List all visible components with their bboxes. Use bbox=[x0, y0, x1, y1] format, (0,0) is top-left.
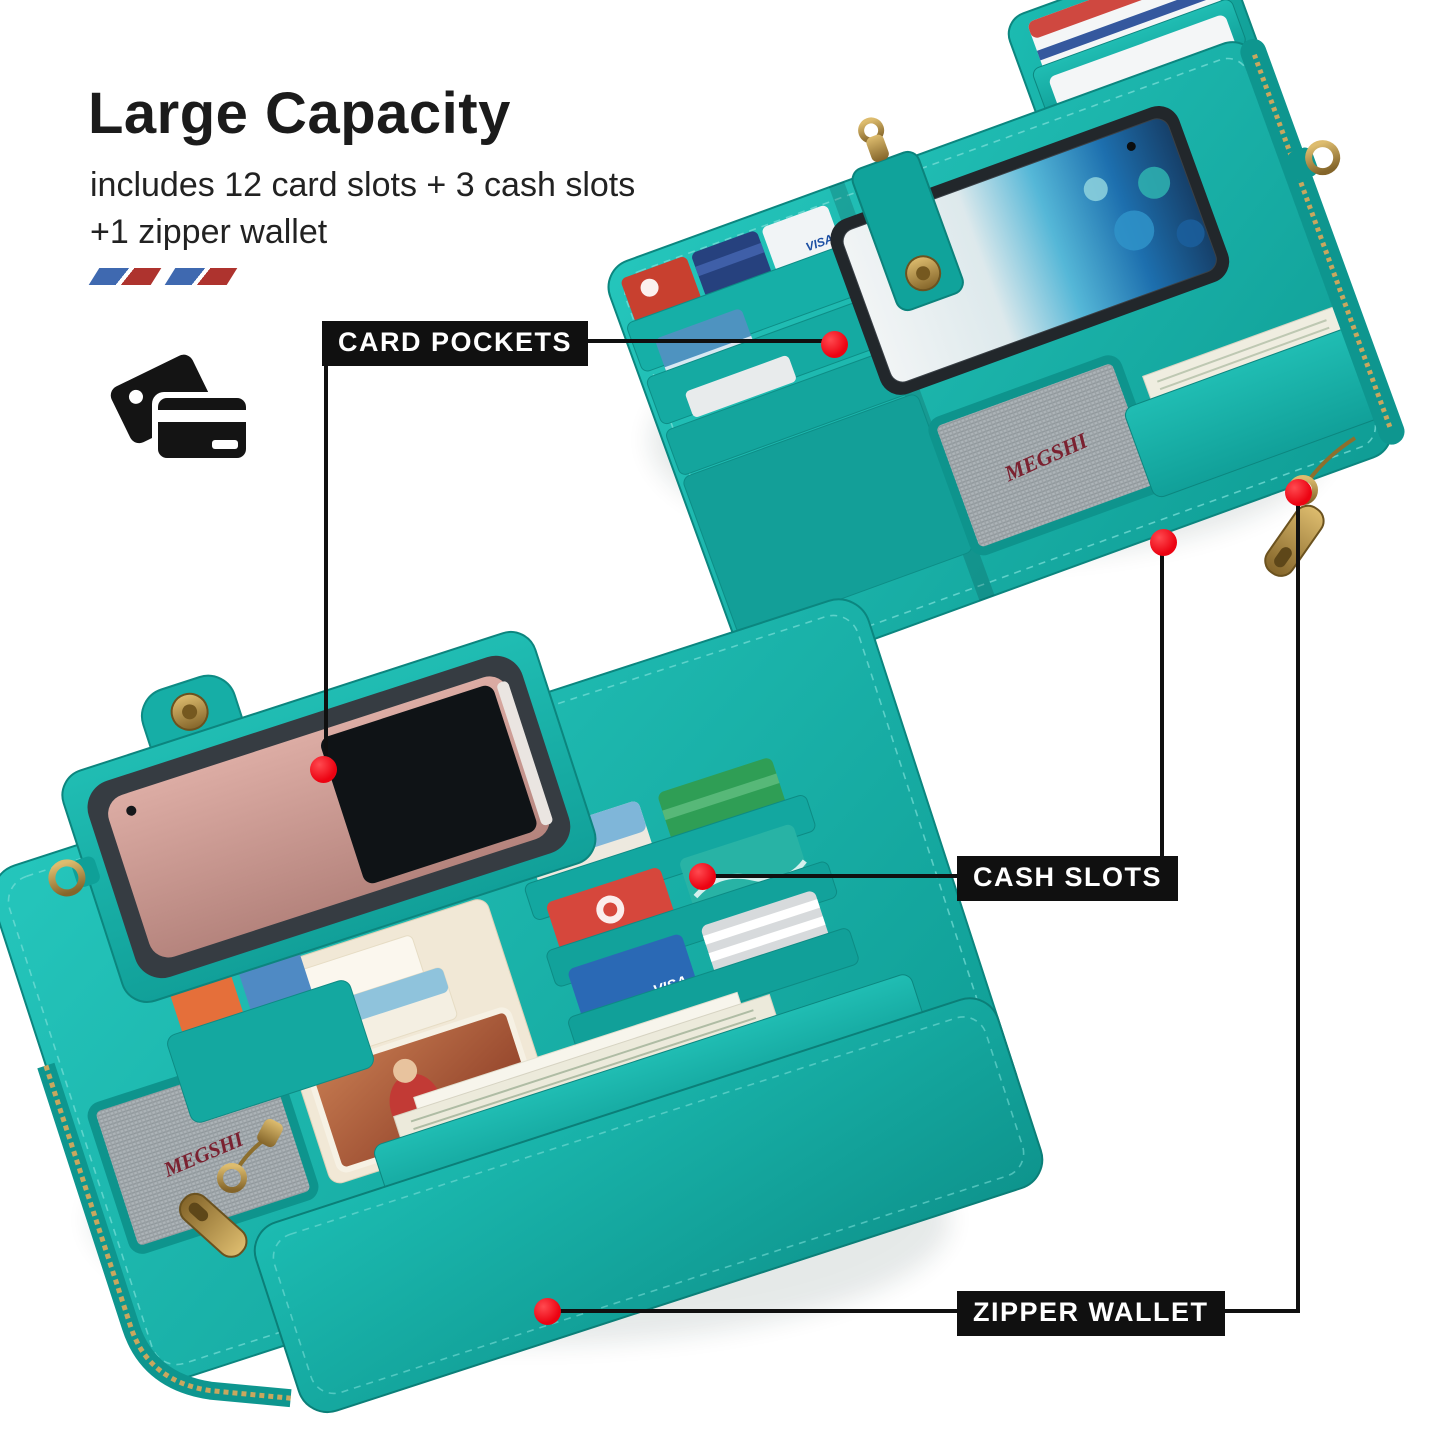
lower-wallet-flap bbox=[253, 997, 1044, 1414]
subtitle: includes 12 card slots + 3 cash slots +1… bbox=[90, 162, 635, 256]
d-ring-icon bbox=[1287, 140, 1341, 181]
callout-label-card-pockets: CARD POCKETS bbox=[322, 321, 589, 366]
lower-wallet-phone bbox=[48, 630, 597, 1003]
lower-wallet-photo: MEGSHI bbox=[0, 560, 1044, 1414]
subtitle-line-1: includes 12 card slots + 3 cash slots bbox=[90, 166, 636, 204]
upper-wallet-phone bbox=[830, 105, 1230, 395]
callout-label-zipper-wallet: ZIPPER WALLET bbox=[957, 1291, 1225, 1336]
upper-wallet-card-pockets: VISA bbox=[621, 205, 973, 635]
upper-zipper-pull bbox=[1243, 428, 1373, 608]
callout-line-cash-slots-left bbox=[702, 874, 960, 878]
callout-dot-card-pockets-lower bbox=[310, 756, 337, 783]
stripe-icon bbox=[88, 268, 162, 285]
stripe-icon bbox=[164, 268, 238, 285]
callout-dot-card-pockets-upper bbox=[821, 331, 848, 358]
credit-cards-icon bbox=[106, 336, 256, 481]
lower-zipper-pull bbox=[148, 1118, 298, 1298]
callout-dot-zipper-wallet-lower bbox=[534, 1298, 561, 1325]
callout-dot-cash-slots-lower bbox=[689, 863, 716, 890]
page-title: Large Capacity bbox=[88, 81, 511, 146]
callout-line-cash-slots-up bbox=[1160, 542, 1164, 860]
upper-wallet-strap bbox=[851, 117, 964, 312]
callout-line-zipper-wallet-left bbox=[547, 1309, 1300, 1313]
phone-camera-icon bbox=[126, 805, 137, 816]
callout-line-card-pockets-right bbox=[540, 339, 836, 343]
callout-line-card-pockets-down bbox=[324, 360, 328, 770]
subtitle-line-2: +1 zipper wallet bbox=[90, 212, 328, 251]
decorative-stripes bbox=[88, 268, 238, 285]
lower-wallet-zipper-edge bbox=[37, 1062, 292, 1408]
callout-line-zipper-wallet-up bbox=[1296, 492, 1300, 1312]
upper-wallet-zipper-edge bbox=[1240, 38, 1405, 445]
callout-dot-cash-slots-upper bbox=[1150, 529, 1177, 556]
phone-camera-icon bbox=[1126, 141, 1136, 151]
upper-wallet-photo: VISA VISA VISA bbox=[570, 0, 1405, 700]
callout-dot-zipper-wallet-upper bbox=[1285, 479, 1312, 506]
d-ring-icon bbox=[48, 859, 86, 897]
callout-label-cash-slots: CASH SLOTS bbox=[957, 856, 1179, 901]
